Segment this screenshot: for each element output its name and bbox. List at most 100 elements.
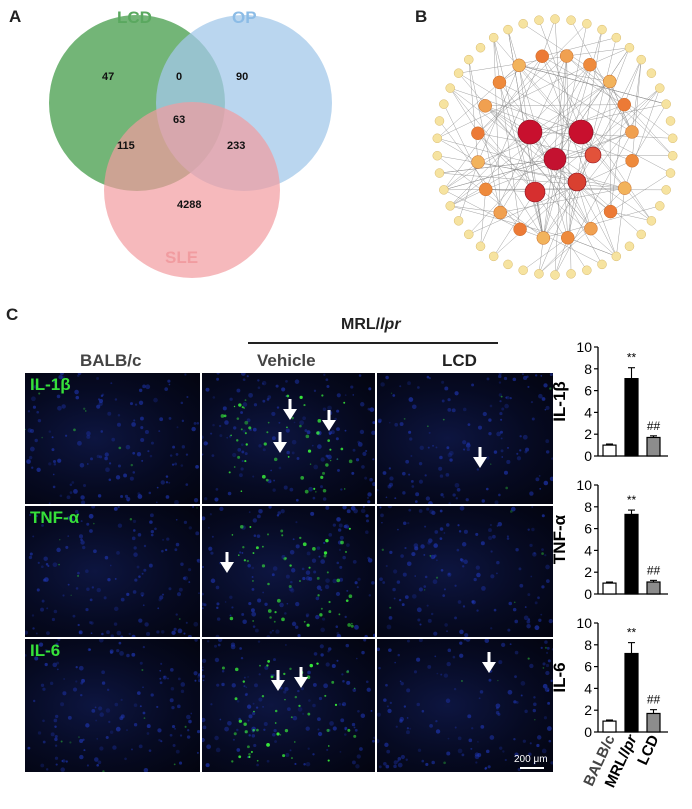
network-edge <box>554 158 642 235</box>
nuclei-speckle <box>202 506 375 637</box>
network-node-peripheral <box>661 99 671 109</box>
network-edge <box>493 37 521 230</box>
network-node-peripheral <box>550 270 560 280</box>
x-label-lcd: LCD <box>634 732 663 767</box>
network-edge <box>554 131 633 160</box>
network-edge <box>477 23 588 134</box>
row-label: IL-6 <box>30 641 61 660</box>
network-node-peripheral <box>624 42 635 53</box>
nuclei-speckle <box>25 506 200 637</box>
network-edge <box>554 131 633 276</box>
nuclei-speckle <box>379 506 553 637</box>
venn-count-lcd-op: 0 <box>176 71 182 83</box>
network-edge <box>542 56 652 221</box>
network-node-peripheral <box>503 259 513 270</box>
down-arrow-icon <box>220 552 234 573</box>
venn-count-op-sle: 233 <box>227 140 245 152</box>
network-edge <box>500 187 625 213</box>
venn-count-lcd-sle: 115 <box>117 140 135 152</box>
y-tick-label: 6 <box>584 383 592 399</box>
bar-1 <box>602 720 617 733</box>
network-edge <box>485 105 633 161</box>
network-edge <box>443 161 479 191</box>
network-node-peripheral <box>661 185 671 195</box>
network-node-peripheral <box>582 18 592 29</box>
network-edge <box>519 65 610 82</box>
network-edge <box>543 205 660 239</box>
network-node-mid <box>493 205 507 220</box>
y-tick-label: 10 <box>576 339 592 355</box>
nuclei-speckle <box>202 373 375 504</box>
network-node-peripheral <box>453 68 464 78</box>
network-node-hub <box>524 181 546 203</box>
y-tick-label: 4 <box>584 680 592 696</box>
network-node-peripheral <box>636 229 646 240</box>
network-edge <box>458 161 479 221</box>
network-edge <box>624 88 661 189</box>
panel-c-letter: C <box>6 305 19 324</box>
network-edge <box>468 81 610 235</box>
network-edge <box>624 59 642 105</box>
network-node-peripheral <box>518 18 528 29</box>
y-tick-label: 6 <box>584 659 592 675</box>
network-edge <box>468 59 479 163</box>
network-edge <box>477 104 625 163</box>
network-node-peripheral <box>646 68 657 78</box>
network-edge <box>518 65 633 133</box>
scale-bar <box>520 767 544 769</box>
network-edges <box>437 18 673 276</box>
network-edge <box>477 133 594 156</box>
network-node-peripheral <box>445 201 455 211</box>
y-tick-label: 6 <box>584 521 592 537</box>
panel-b-letter: B <box>415 7 428 26</box>
network-node-peripheral <box>611 32 622 43</box>
network-edge <box>543 23 588 239</box>
venn-count-sle-only: 4288 <box>177 199 201 211</box>
network-node-peripheral <box>655 201 665 211</box>
down-arrow-icon <box>482 652 496 673</box>
network-edge <box>443 189 521 230</box>
network-edge <box>554 64 591 160</box>
fluorescence-image-r1-c2 <box>202 373 375 504</box>
network-node-peripheral <box>665 116 676 126</box>
mrl-header-plain: MRL/ <box>341 316 381 333</box>
y-tick-label: 2 <box>584 702 592 718</box>
panel-a-letter: A <box>9 7 22 26</box>
y-tick-label: 8 <box>584 637 592 653</box>
network-node-mid <box>513 222 527 237</box>
network-edge <box>589 64 633 133</box>
network-node-mid <box>617 97 631 112</box>
network-node-peripheral <box>439 185 449 195</box>
network-node-peripheral <box>503 24 513 35</box>
network-edge <box>443 158 556 191</box>
network-node-mid <box>479 182 493 197</box>
network-edge <box>500 64 591 213</box>
fluorescence-image-r3-c3 <box>377 639 553 772</box>
network-node-mid <box>492 75 507 90</box>
y-tick-label: 2 <box>584 426 592 442</box>
mrl-lpr-header: MRL/lpr <box>341 316 401 334</box>
bar-3 <box>646 436 661 457</box>
y-tick-label: 2 <box>584 564 592 580</box>
down-arrow-icon <box>473 447 487 468</box>
mrl-underline <box>248 342 498 344</box>
fluorescence-image-r2-c1: TNF-α <box>25 506 200 637</box>
network-node-mid <box>535 49 550 63</box>
network-node-peripheral <box>534 269 544 279</box>
network-node-mid <box>536 231 551 245</box>
bar-1 <box>602 444 617 457</box>
network-node-mid <box>478 99 493 113</box>
network-node-peripheral <box>464 229 474 240</box>
network-edge <box>538 181 578 274</box>
network-node-mid <box>583 57 597 72</box>
down-arrow-icon <box>273 432 287 453</box>
network-edge <box>631 104 667 161</box>
bar-1 <box>602 582 617 595</box>
network-edge <box>493 181 578 257</box>
bar-2 <box>624 652 639 733</box>
network-edge <box>616 188 625 257</box>
network-node-peripheral <box>464 54 474 65</box>
network-node-peripheral <box>434 116 445 126</box>
